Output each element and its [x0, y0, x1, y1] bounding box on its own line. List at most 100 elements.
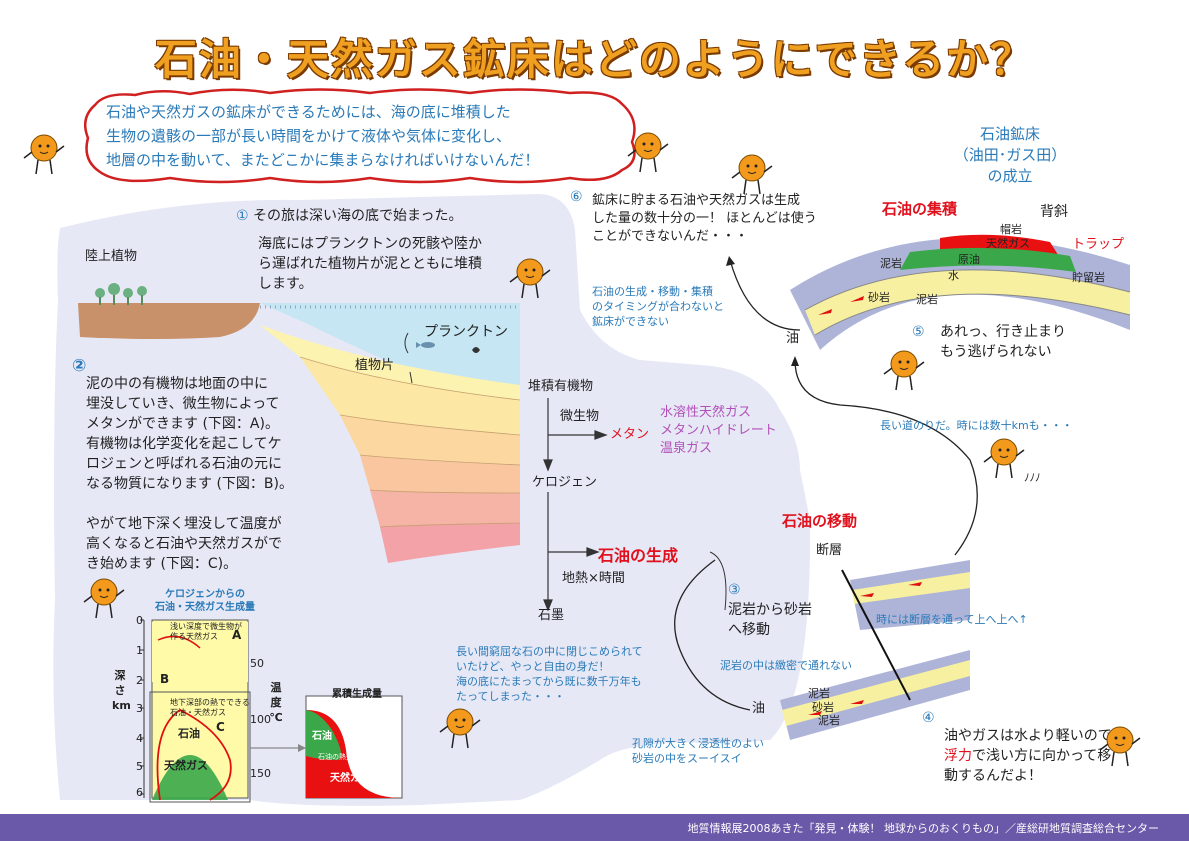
character-icon: [731, 154, 773, 195]
methane-label: メタン: [610, 427, 650, 442]
step5-body: あれっ、行き止まり もう逃げられない: [940, 324, 1066, 360]
step4-line2-rest: で浅い方に向かって移: [972, 748, 1112, 764]
zone-a-letter: A: [232, 628, 242, 642]
depth-tick-2: 2: [136, 674, 143, 687]
tree-icon: [95, 283, 147, 305]
trap-label: トラップ: [1072, 237, 1125, 252]
zone-b-letter: B: [160, 672, 170, 686]
mud-note: 泥岩の中は緻密で通れない: [720, 659, 852, 672]
fault-label: 断層: [816, 543, 843, 558]
seafloor-cross-section: [78, 283, 521, 563]
flow-arrows: [543, 398, 727, 612]
mudstone-label-top: 泥岩: [880, 257, 902, 270]
character-icon: [1099, 726, 1141, 767]
depth-tick-5: 5: [136, 760, 143, 773]
gas-types-label: 水溶性天然ガス メタンハイドレート 温泉ガス: [660, 405, 777, 456]
buoyancy-text: 浮力: [944, 748, 972, 764]
character-icon: [23, 134, 65, 175]
free-note: 長い間窮屈な石の中に閉じこめられて いたけど、やっと自由の身だ！ 海の底にたまっ…: [456, 645, 643, 703]
layer-lines: [299, 356, 521, 528]
layer-5: [370, 490, 520, 527]
character-icon: [439, 708, 481, 749]
mudstone-label-fault1: 泥岩: [808, 687, 830, 700]
character-icon: [627, 132, 669, 173]
long-road-note: 長い道のりだ。時には数十kmも・・・: [880, 419, 1073, 432]
walking-sound: ﾉﾉﾉ: [1024, 471, 1041, 484]
sea-water: [260, 303, 520, 387]
kerogen-label: ケロジェン: [532, 475, 598, 490]
mudstone-label-fault2: 泥岩: [818, 714, 840, 727]
crude-oil-label: 原油: [958, 253, 980, 266]
microbe-label: 微生物: [560, 409, 600, 424]
anticline-sand: [805, 269, 1130, 335]
step2-number: ②: [72, 356, 87, 376]
lower-sand: [782, 660, 970, 726]
graph-title: ケロジェンからの 石油・天然ガス生成量: [155, 589, 255, 613]
plankton-label: プランクトン: [424, 324, 508, 340]
cum-decomp-label: 石油の熱分解: [318, 753, 360, 761]
water-label: 水: [948, 269, 959, 282]
intro-bubble: [83, 88, 636, 184]
intro-text: 石油や天然ガスの鉱床ができるためには、海の底に堆積した 生物の遺骸の一部が長い時…: [106, 103, 540, 169]
step3-number: ③: [728, 582, 741, 598]
oil-field-title: 石油鉱床 （油田･ガス田） の成立: [953, 125, 1067, 185]
migration-label: 石油の移動: [782, 512, 858, 530]
character-icon: [883, 350, 925, 391]
step1-number: ①: [236, 208, 249, 224]
temp-tick-50: 50: [250, 657, 264, 670]
step1-body: 海底にはプランクトンの死骸や陸か ら運ばれた植物片が泥とともに堆積 します。: [258, 236, 482, 292]
generation-graph: [140, 619, 403, 803]
layer-3: [340, 415, 520, 465]
anticline-oil: [900, 247, 1076, 272]
mudstone-label-mid: 泥岩: [916, 293, 938, 306]
cum-gas-label: 天然ガス: [330, 773, 370, 784]
depth-tick-6: 6: [136, 786, 143, 799]
graph-temp-label: 温 度 ℃: [269, 681, 283, 724]
depth-tick-0: 0: [136, 614, 143, 627]
organic-label: 堆積有機物: [528, 379, 594, 394]
step4-line2: 浮力で浅い方に向かって移: [944, 746, 1144, 766]
graphite-label: 石墨: [538, 608, 565, 623]
layer-2: [300, 357, 520, 435]
migration-diagram: [674, 234, 1131, 740]
oil-generation-label: 石油の生成: [598, 546, 679, 565]
cap-rock-label: 帽岩: [1000, 223, 1022, 236]
character-icon: [83, 578, 125, 619]
depth-tick-4: 4: [136, 732, 143, 745]
step4-line1: 油やガスは水より軽いので: [944, 728, 1112, 744]
heat-time-label: 地熱×時間: [562, 571, 625, 586]
character-icon: [983, 438, 1025, 479]
sandstone-label-top: 砂岩: [868, 291, 890, 304]
layer-4: [360, 455, 520, 493]
fault-note: 時には断層を通って上へ上へ↑: [876, 613, 1028, 626]
timing-note: 石油の生成・移動・集積 のタイミングが合わないと 鉱床ができない: [592, 285, 724, 328]
step1-title: その旅は深い海の底で始まった。: [253, 208, 463, 224]
plant-piece-pointer: [409, 371, 413, 384]
anticline-label: 背斜: [1040, 204, 1068, 220]
step5-number: ⑤: [912, 324, 925, 340]
step6-number: ⑥: [570, 189, 583, 205]
page-title: 石油・天然ガス鉱床はどのようにできるか？: [154, 35, 1035, 84]
fish-icon: [416, 342, 435, 348]
reservoir-label: 貯留岩: [1072, 271, 1105, 284]
layer-1: [260, 325, 520, 400]
land-mass: [78, 303, 260, 339]
plankton-icon: [472, 347, 480, 353]
layer-6: [380, 523, 520, 563]
temp-tick-100: 100: [250, 713, 271, 726]
step4-line3: 動するんだよ！: [944, 768, 1042, 784]
fault-line: [841, 569, 911, 701]
step4-number: ④: [922, 710, 935, 726]
step4-body: 油やガスは水より軽いので 浮力で浅い方に向かって移 動するんだよ！: [944, 726, 1144, 786]
zone-c-text: 地下深部の熱でできる 石油・天然ガス: [170, 698, 250, 717]
oil-label-bottom: 油: [752, 701, 766, 716]
graph-oil-label: 石油: [178, 727, 200, 740]
porous-note: 孔隙が大きく浸透性のよい 砂岩の中をスーイスイ: [632, 737, 764, 765]
graph-gas-label: 天然ガス: [164, 759, 208, 772]
graph-depth-label: 深 さ km: [112, 669, 131, 712]
cum-title: 累積生成量: [332, 689, 382, 700]
temp-tick-150: 150: [250, 767, 271, 780]
sandstone-label-fault: 砂岩: [812, 701, 834, 714]
depth-tick-1: 1: [136, 644, 143, 657]
step3-body: 泥岩から砂岩 へ移動: [728, 602, 812, 638]
